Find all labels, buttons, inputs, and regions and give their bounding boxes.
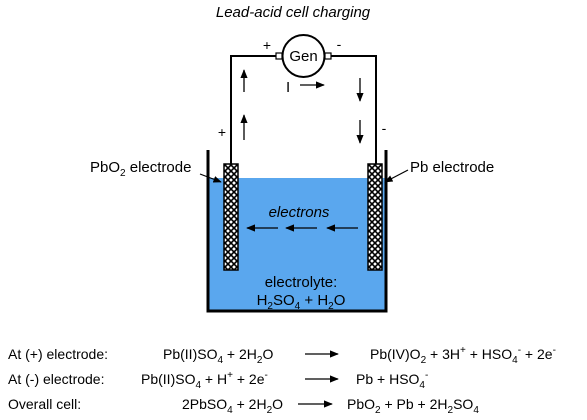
terminal-minus-sign: -: [382, 120, 387, 136]
electrolyte-label-formula: H2SO4 + H2O: [257, 292, 346, 312]
reaction-products: PbO2 + Pb + 2H2SO4: [347, 396, 479, 416]
reaction-site-label: At (+) electrode:: [8, 346, 108, 362]
wire-left: [230, 55, 278, 164]
generator: Gen + -: [263, 34, 342, 78]
current-label: I: [286, 79, 290, 96]
generator-plus-sign: +: [263, 37, 271, 53]
pbo2-leader-arrow: [199, 173, 222, 183]
reaction-equations: At (+) electrode: Pb(II)SO4 + 2H2O Pb(IV)O…: [8, 345, 556, 416]
reaction-products: Pb(IV)O2 + 3H+ + HSO4- + 2e-: [370, 345, 556, 366]
pb-electrode-label: Pb electrode: [410, 159, 494, 176]
reaction-reactants: Pb(II)SO4 + H+ + 2e-: [141, 370, 268, 391]
electrolyte-label-line1: electrolyte:: [265, 274, 338, 291]
reaction-reactants: Pb(II)SO4 + 2H2O: [163, 346, 273, 366]
generator-minus-sign: -: [337, 36, 342, 52]
electrons-label: electrons: [269, 204, 330, 221]
generator-circle: [281, 34, 326, 78]
pbo2-electrode: [223, 163, 239, 271]
generator-terminal-minus: [324, 52, 332, 60]
pb-electrode: [367, 163, 383, 271]
terminal-plus-sign: +: [218, 124, 226, 140]
electrode-labels: PbO2 electrode Pb electrode: [90, 159, 494, 183]
reaction-products: Pb + HSO4-: [356, 370, 428, 391]
wire-right: [330, 55, 377, 164]
container: [206, 150, 388, 313]
reaction-reactants: 2PbSO4 + 2H2O: [182, 396, 283, 416]
pb-leader-arrow: [384, 169, 409, 183]
reaction-site-label: At (-) electrode:: [8, 371, 104, 387]
pbo2-electrode-label: PbO2 electrode: [90, 159, 191, 179]
current-indicator: I: [240, 69, 364, 144]
generator-label: Gen: [289, 48, 317, 65]
electron-flow: electrons: [246, 204, 358, 232]
circuit-wires: [230, 55, 377, 164]
diagram-title: Lead-acid cell charging: [216, 4, 371, 21]
electrolyte-label: electrolyte: H2SO4 + H2O: [257, 274, 346, 312]
reaction-site-label: Overall cell:: [8, 396, 81, 412]
generator-terminal-plus: [275, 52, 283, 60]
